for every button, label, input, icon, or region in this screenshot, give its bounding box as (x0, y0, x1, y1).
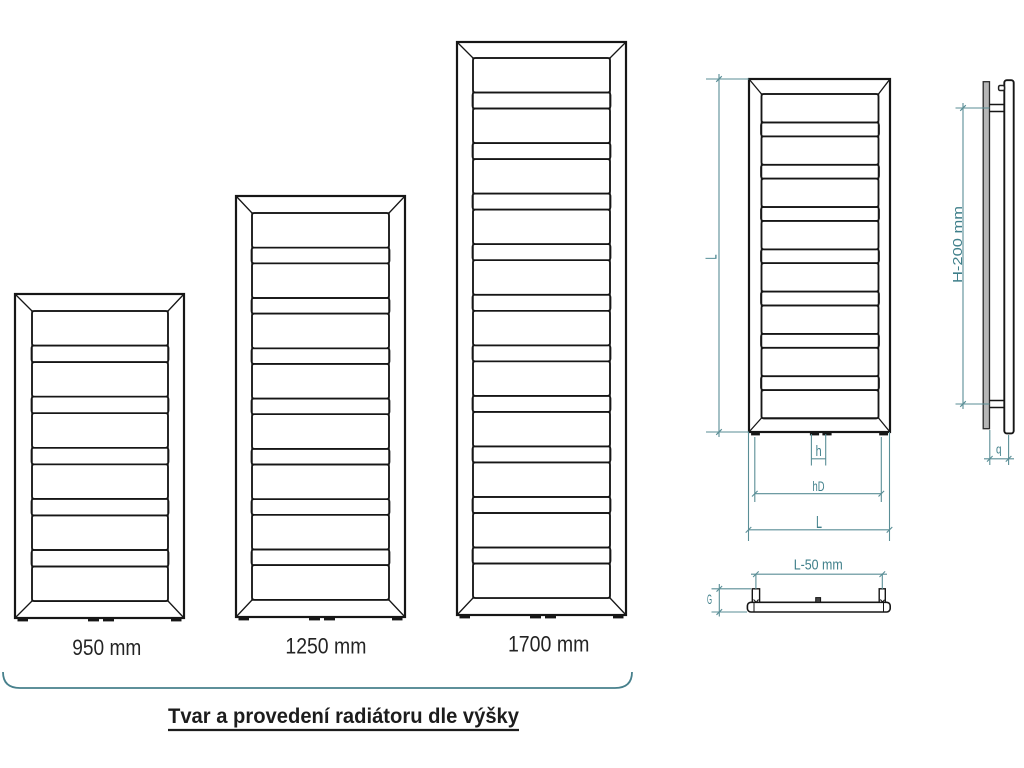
svg-text:L: L (816, 512, 822, 532)
svg-text:L: L (704, 254, 721, 259)
svg-text:q: q (996, 442, 1002, 457)
svg-text:h: h (816, 443, 822, 460)
svg-text:950 mm: 950 mm (72, 635, 141, 660)
svg-text:1700 mm: 1700 mm (508, 632, 590, 657)
svg-text:H-200 mm: H-200 mm (950, 206, 965, 283)
svg-text:1250 mm: 1250 mm (285, 634, 366, 659)
svg-text:Tvar a provedení radiátoru dle: Tvar a provedení radiátoru dle výšky (168, 704, 519, 728)
svg-text:G: G (707, 591, 712, 607)
svg-text:hD: hD (813, 478, 825, 494)
svg-text:L-50 mm: L-50 mm (794, 557, 843, 574)
